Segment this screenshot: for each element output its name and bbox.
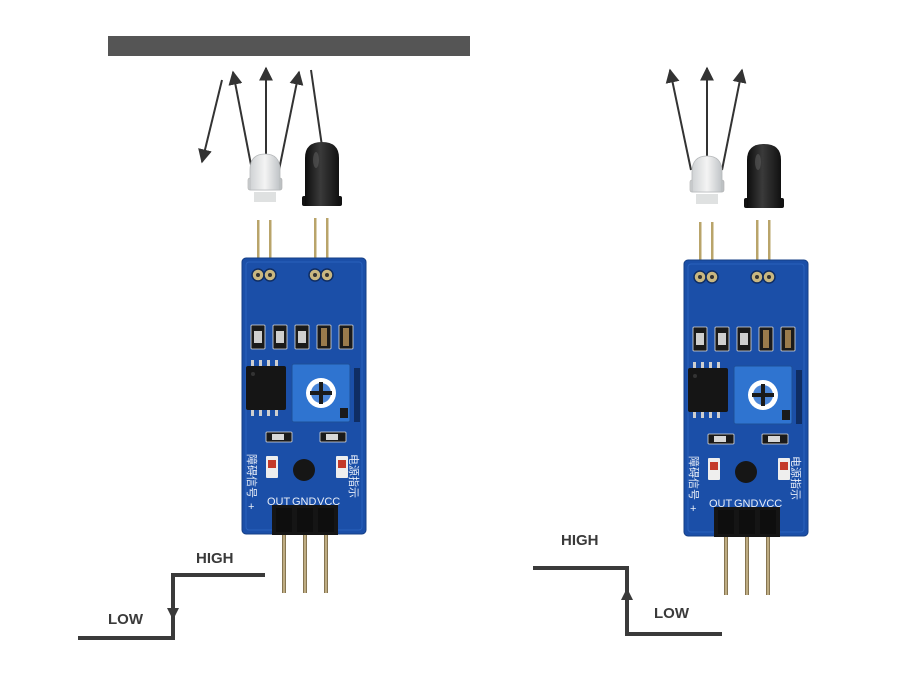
output-signal-left bbox=[78, 573, 265, 640]
level-label-high: HIGH bbox=[196, 550, 234, 567]
reflected-ir-rays bbox=[198, 66, 330, 171]
level-label-low: LOW bbox=[654, 605, 690, 622]
level-label-high: HIGH bbox=[561, 532, 599, 549]
emitted-ir-rays bbox=[665, 66, 747, 171]
left-diagram: OUT GND VCC HIGH LOW bbox=[78, 36, 470, 640]
output-signal-right bbox=[533, 566, 722, 636]
sensor-module-left bbox=[241, 141, 367, 594]
level-label-low: LOW bbox=[108, 611, 144, 628]
sensor-module-right bbox=[683, 143, 809, 596]
pin-label-gnd: GND bbox=[292, 496, 317, 508]
pin-label-out: OUT bbox=[267, 496, 291, 508]
obstacle-surface bbox=[108, 36, 470, 56]
pin-label-out: OUT bbox=[709, 498, 733, 510]
pin-label-vcc: VCC bbox=[759, 498, 782, 510]
pin-label-vcc: VCC bbox=[317, 496, 340, 508]
right-diagram: OUT GND VCC HIGH LOW bbox=[533, 66, 809, 636]
pin-label-gnd: GND bbox=[734, 498, 759, 510]
